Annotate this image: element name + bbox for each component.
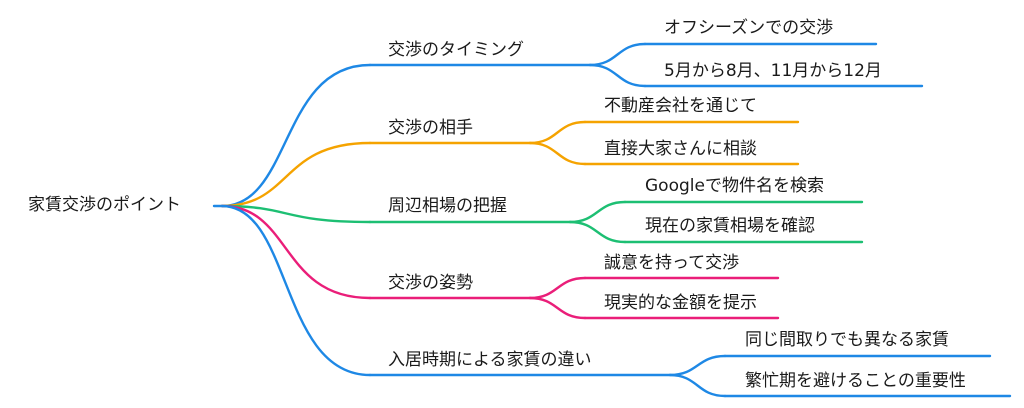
leaf-connector: [528, 276, 587, 300]
leaf-connector: [668, 373, 727, 398]
leaf-google: Googleで物件名を検索: [645, 176, 824, 196]
leaf-connector: [528, 296, 587, 320]
leaf-realistic: 現実的な金額を提示: [604, 293, 757, 313]
branch-connector: [220, 63, 372, 208]
leaf-offseason: オフシーズンでの交渉: [664, 18, 834, 38]
branch-attitude: 交渉の姿勢: [388, 273, 473, 293]
branch-market: 周辺相場の把握: [388, 196, 507, 216]
leaf-landlord: 直接大家さんに相談: [604, 139, 757, 159]
leaf-connector: [588, 63, 647, 88]
branch-connector: [220, 204, 372, 224]
leaf-connector: [528, 141, 587, 166]
branch-connector: [220, 141, 372, 208]
leaf-connector: [588, 42, 647, 67]
leaf-connector: [668, 354, 727, 377]
branch-move-in: 入居時期による家賃の違い: [388, 350, 592, 370]
branch-connector: [220, 204, 372, 377]
leaf-connector: [568, 200, 627, 224]
leaf-avoid-busy: 繁忙期を避けることの重要性: [745, 371, 966, 391]
leaf-connector: [528, 120, 587, 145]
branch-counterpart: 交渉の相手: [388, 118, 473, 138]
leaf-months: 5月から8月、11月から12月: [664, 61, 882, 81]
leaf-connector: [568, 220, 627, 244]
leaf-check-rent: 現在の家賃相場を確認: [645, 216, 815, 236]
branch-connector: [220, 204, 372, 300]
root-node: 家賃交渉のポイント: [28, 195, 181, 215]
leaf-agency: 不動産会社を通じて: [604, 96, 757, 116]
leaf-sincere: 誠意を持って交渉: [604, 253, 740, 273]
leaf-same-layout: 同じ間取りでも異なる家賃: [745, 330, 949, 350]
branch-timing: 交渉のタイミング: [388, 40, 524, 60]
